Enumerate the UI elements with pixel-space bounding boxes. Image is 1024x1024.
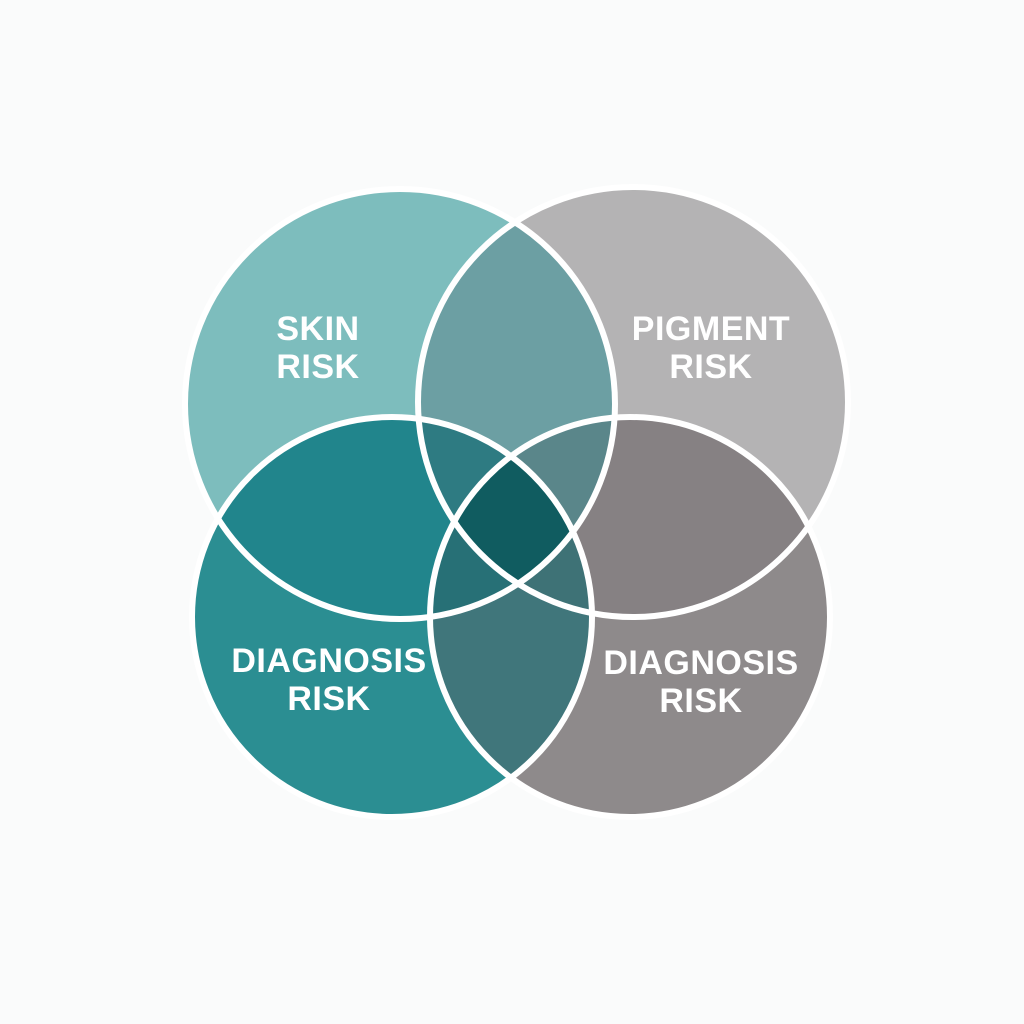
circle-outline-skin-risk <box>182 186 618 622</box>
overlap-center <box>430 417 592 617</box>
circle-outline-diagnosis-risk-right <box>427 414 833 820</box>
label-diagnosis-risk-right-line2: RISK <box>659 682 742 720</box>
label-pigment-risk-line1: PIGMENT <box>632 310 790 348</box>
overlap-center-inner <box>430 417 592 617</box>
label-diagnosis-risk-right-line1: DIAGNOSIS <box>603 644 798 682</box>
overlap-center-mid <box>430 417 592 617</box>
overlap-center-group <box>430 417 592 617</box>
label-skin-risk-line1: SKIN <box>276 310 359 348</box>
circle-outline-diagnosis-risk-left <box>189 414 595 820</box>
label-pigment-risk-line2: RISK <box>669 348 752 386</box>
label-diagnosis-risk-left-line2: RISK <box>287 680 370 718</box>
circle-outline-pigment-risk <box>415 184 851 620</box>
label-skin-risk-line2: RISK <box>276 348 359 386</box>
label-diagnosis-risk-left-line1: DIAGNOSIS <box>231 642 426 680</box>
